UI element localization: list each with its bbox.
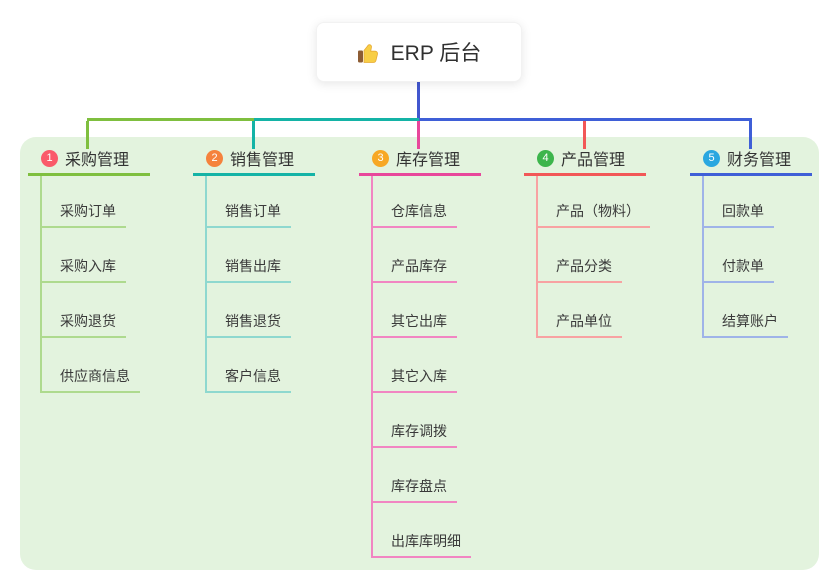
branch-children-1: 采购订单 采购入库 采购退货 供应商信息: [40, 176, 140, 393]
child-node[interactable]: 出库库明细: [373, 503, 471, 558]
child-node[interactable]: 供应商信息: [42, 338, 140, 393]
child-node[interactable]: 付款单: [704, 228, 774, 283]
branch-node-3[interactable]: 3 库存管理: [359, 147, 481, 176]
connector-drop-branch-3: [417, 121, 420, 149]
branch-badge-3: 3: [372, 149, 389, 167]
branch-node-4[interactable]: 4 产品管理: [524, 147, 646, 176]
connector-drop-branch-1: [86, 121, 89, 149]
root-node[interactable]: ERP 后台: [316, 22, 522, 82]
connector-root-drop: [417, 82, 420, 121]
child-node[interactable]: 产品（物料）: [538, 176, 650, 228]
child-node[interactable]: 产品单位: [538, 283, 622, 338]
branch-children-2: 销售订单 销售出库 销售退货 客户信息: [205, 176, 291, 393]
branch-children-3: 仓库信息 产品库存 其它出库 其它入库 库存调拨 库存盘点 出库库明细: [371, 176, 471, 558]
branch-children-5: 回款单 付款单 结算账户: [702, 176, 788, 338]
child-node[interactable]: 采购退货: [42, 283, 126, 338]
branch-label-5: 财务管理: [727, 152, 792, 169]
branch-node-5[interactable]: 5 财务管理: [690, 147, 812, 176]
branch-label-3: 库存管理: [396, 152, 461, 169]
child-node[interactable]: 结算账户: [704, 283, 788, 338]
child-node[interactable]: 销售退货: [207, 283, 291, 338]
child-node[interactable]: 回款单: [704, 176, 774, 228]
child-node[interactable]: 其它出库: [373, 283, 457, 338]
branch-label-4: 产品管理: [561, 152, 626, 169]
connector-drop-branch-5: [749, 121, 752, 149]
branch-badge-2: 2: [206, 149, 223, 167]
child-node[interactable]: 产品分类: [538, 228, 622, 283]
child-node[interactable]: 库存调拨: [373, 393, 457, 448]
child-node[interactable]: 仓库信息: [373, 176, 457, 228]
branch-label-2: 销售管理: [230, 152, 295, 169]
child-node[interactable]: 销售订单: [207, 176, 291, 228]
child-node[interactable]: 库存盘点: [373, 448, 457, 503]
branch-children-4: 产品（物料） 产品分类 产品单位: [536, 176, 650, 338]
branch-node-1[interactable]: 1 采购管理: [28, 147, 150, 176]
branch-badge-1: 1: [41, 149, 58, 167]
branches-panel: [20, 137, 819, 570]
child-node[interactable]: 销售出库: [207, 228, 291, 283]
child-node[interactable]: 产品库存: [373, 228, 457, 283]
branch-node-2[interactable]: 2 销售管理: [193, 147, 315, 176]
connector-bus-blue: [419, 118, 752, 121]
connector-drop-branch-2: [252, 121, 255, 149]
branch-label-1: 采购管理: [65, 152, 130, 169]
connector-bus-teal: [254, 118, 419, 121]
child-node[interactable]: 其它入库: [373, 338, 457, 393]
branch-badge-5: 5: [703, 149, 720, 167]
root-label: ERP 后台: [390, 42, 482, 65]
child-node[interactable]: 客户信息: [207, 338, 291, 393]
branch-badge-4: 4: [537, 149, 554, 167]
connector-drop-branch-4: [583, 121, 586, 149]
child-node[interactable]: 采购订单: [42, 176, 126, 228]
thumbs-up-icon: [357, 40, 381, 64]
connector-bus-green: [87, 118, 254, 121]
child-node[interactable]: 采购入库: [42, 228, 126, 283]
